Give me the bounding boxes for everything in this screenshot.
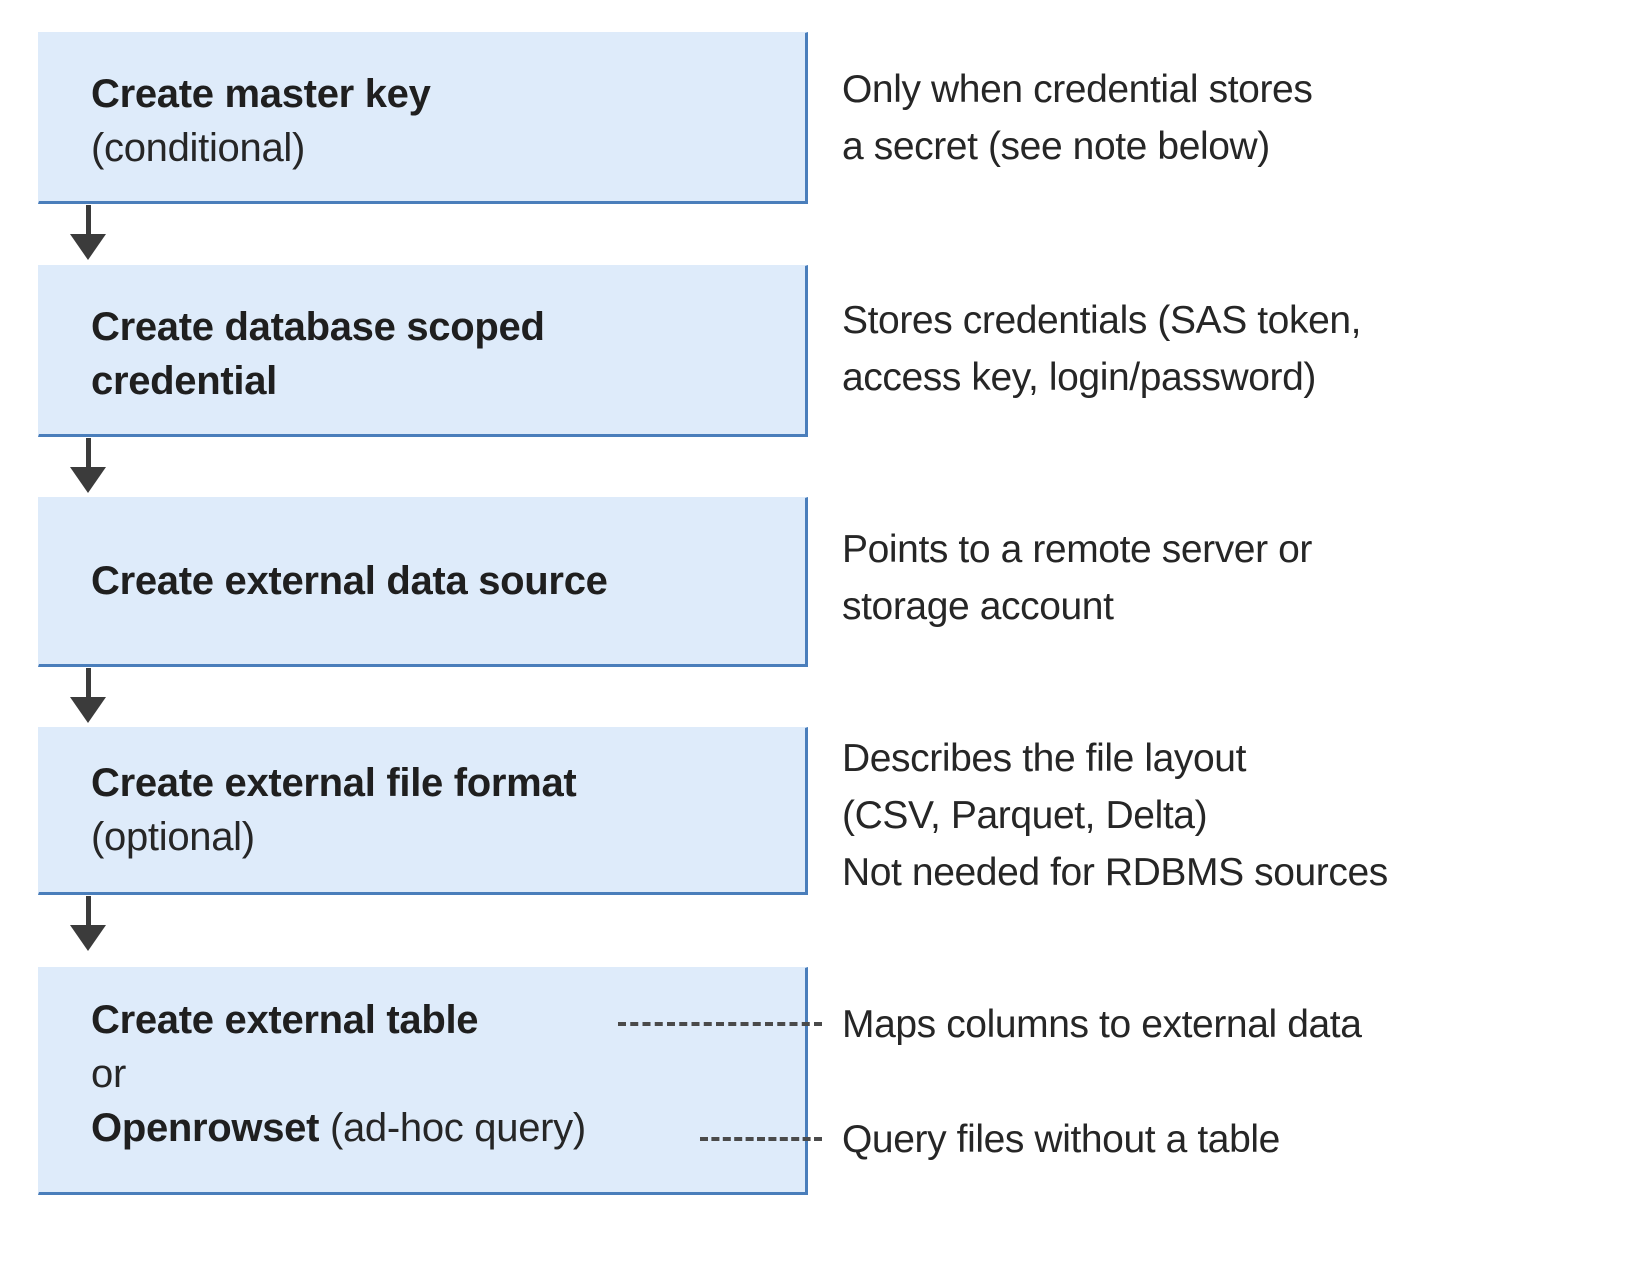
annotation-line: (CSV, Parquet, Delta) xyxy=(842,794,1208,837)
arrow-line-3 xyxy=(86,668,91,709)
step-box-create-external-table-or-openrowset: Create external table or Openrowset (ad-… xyxy=(38,967,808,1195)
dashed-connector-openrowset xyxy=(700,1137,822,1141)
annotation-line: Stores credentials (SAS token, xyxy=(842,299,1362,342)
annotation-line: storage account xyxy=(842,585,1114,628)
step-box-create-external-data-source: Create external data source xyxy=(38,497,808,667)
annotation-create-external-data-source: Points to a remote server or storage acc… xyxy=(842,521,1312,635)
final-step-openrowset-rest: (ad-hoc query) xyxy=(319,1106,586,1150)
annotation-create-external-table: Maps columns to external data xyxy=(842,996,1362,1053)
arrow-head-3 xyxy=(70,697,106,723)
final-step-title: Create external table xyxy=(91,998,479,1042)
step-box-create-database-scoped-credential: Create database scoped credential xyxy=(38,265,808,437)
annotation-create-external-file-format: Describes the file layout (CSV, Parquet,… xyxy=(842,730,1388,901)
annotation-line: Describes the file layout xyxy=(842,737,1247,780)
arrow-head-1 xyxy=(70,234,106,260)
step-box-create-master-key: Create master key (conditional) xyxy=(38,32,808,204)
dashed-connector-external-table xyxy=(618,1022,822,1026)
annotation-line: Not needed for RDBMS sources xyxy=(842,851,1388,894)
step-subtitle: (conditional) xyxy=(91,126,305,170)
final-step-openrowset: Openrowset (ad-hoc query) xyxy=(91,1101,789,1155)
arrow-head-4 xyxy=(70,925,106,951)
arrow-head-2 xyxy=(70,467,106,493)
annotation-line: Query files without a table xyxy=(842,1118,1280,1161)
step-title: Create master key xyxy=(91,72,431,116)
annotation-line: Maps columns to external data xyxy=(842,1003,1362,1046)
final-step-openrowset-bold: Openrowset xyxy=(91,1106,320,1150)
annotation-create-database-scoped-credential: Stores credentials (SAS token, access ke… xyxy=(842,292,1361,406)
annotation-openrowset: Query files without a table xyxy=(842,1111,1280,1168)
annotation-line: Only when credential stores xyxy=(842,68,1313,111)
annotation-line: access key, login/password) xyxy=(842,356,1317,399)
annotation-line: a secret (see note below) xyxy=(842,125,1270,168)
annotation-line: Points to a remote server or xyxy=(842,528,1312,571)
step-subtitle: (optional) xyxy=(91,815,255,859)
step-title-cont: credential xyxy=(91,359,277,403)
step-box-create-external-file-format: Create external file format (optional) xyxy=(38,727,808,895)
step-title: Create database scoped xyxy=(91,305,545,349)
annotation-create-master-key: Only when credential stores a secret (se… xyxy=(842,61,1313,175)
step-title: Create external data source xyxy=(91,559,608,603)
arrow-line-2 xyxy=(86,438,91,479)
arrow-line-1 xyxy=(86,205,91,246)
final-step-or: or xyxy=(91,1052,126,1096)
step-title: Create external file format xyxy=(91,761,577,805)
arrow-line-4 xyxy=(86,896,91,937)
